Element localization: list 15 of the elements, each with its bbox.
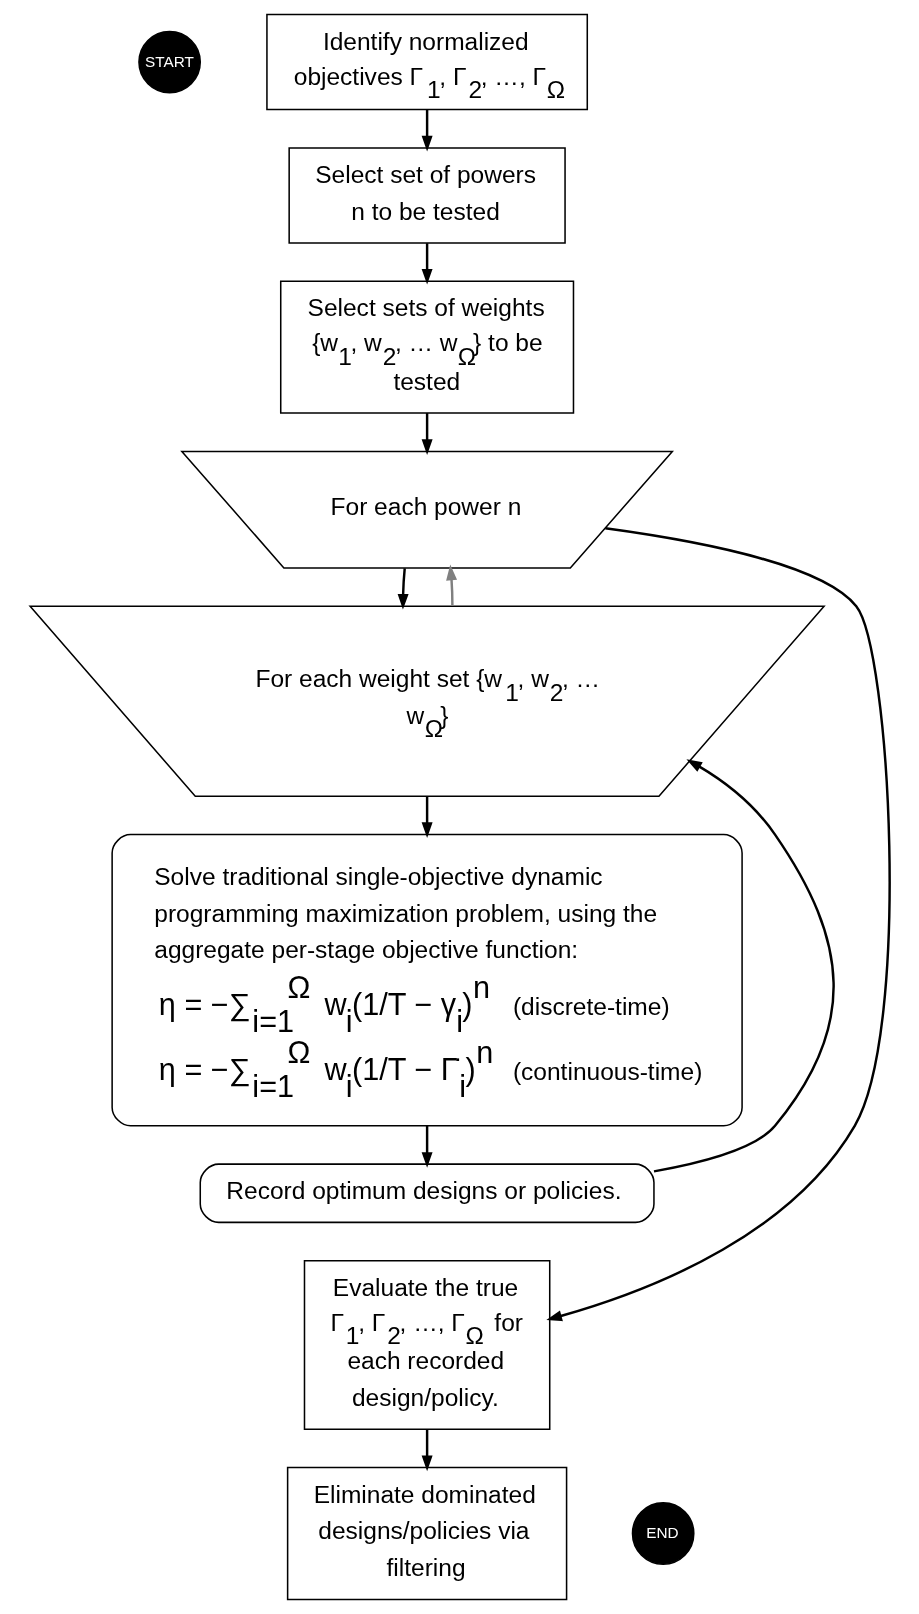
node-box: Select set of powers n to be tested [287, 147, 566, 244]
arrow [545, 527, 891, 1322]
node-box: Eliminate dominated designs/policies via filtering [286, 1466, 567, 1601]
arrow [421, 109, 433, 152]
arrow [445, 564, 457, 606]
node-circle: START [137, 30, 201, 94]
node-box: Record optimum designs or policies. [199, 1163, 655, 1224]
arrow [421, 1429, 433, 1472]
arrow [653, 759, 835, 1173]
node-circle: END [631, 1502, 695, 1565]
arrow [421, 1125, 433, 1168]
arrow [421, 413, 433, 455]
arrow [397, 568, 409, 610]
arrow [421, 796, 433, 838]
arrow [421, 243, 433, 285]
